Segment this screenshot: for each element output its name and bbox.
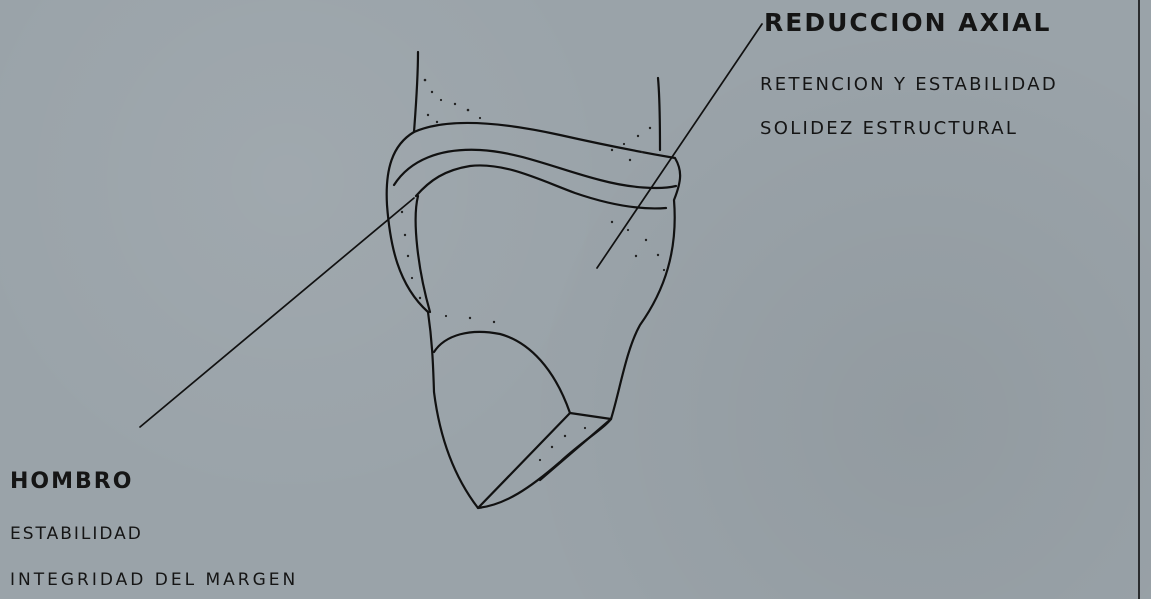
label-solidez-estructural: SOLIDEZ ESTRUCTURAL [760, 118, 1018, 139]
shoulder-band [394, 150, 676, 188]
label-reduccion-axial-title: REDUCCION AXIAL [764, 8, 1051, 37]
label-integridad-margen: INTEGRIDAD DEL MARGEN [10, 570, 298, 590]
label-retencion-estabilidad: RETENCION Y ESTABILIDAD [760, 74, 1058, 95]
inner-prep-outline [416, 196, 430, 312]
label-hombro-title: HOMBRO [10, 469, 133, 494]
right-gingiva-wall [658, 78, 660, 150]
cut-facet-top [434, 332, 611, 419]
left-gingiva-wall [414, 52, 418, 132]
leader-line-hombro [140, 198, 414, 427]
leader-line-axial [597, 24, 762, 268]
cut-facet-edge-2 [540, 419, 611, 480]
cut-facet-edge-1 [478, 413, 570, 508]
label-estabilidad: ESTABILIDAD [10, 524, 143, 544]
stipple-dots [401, 79, 665, 461]
